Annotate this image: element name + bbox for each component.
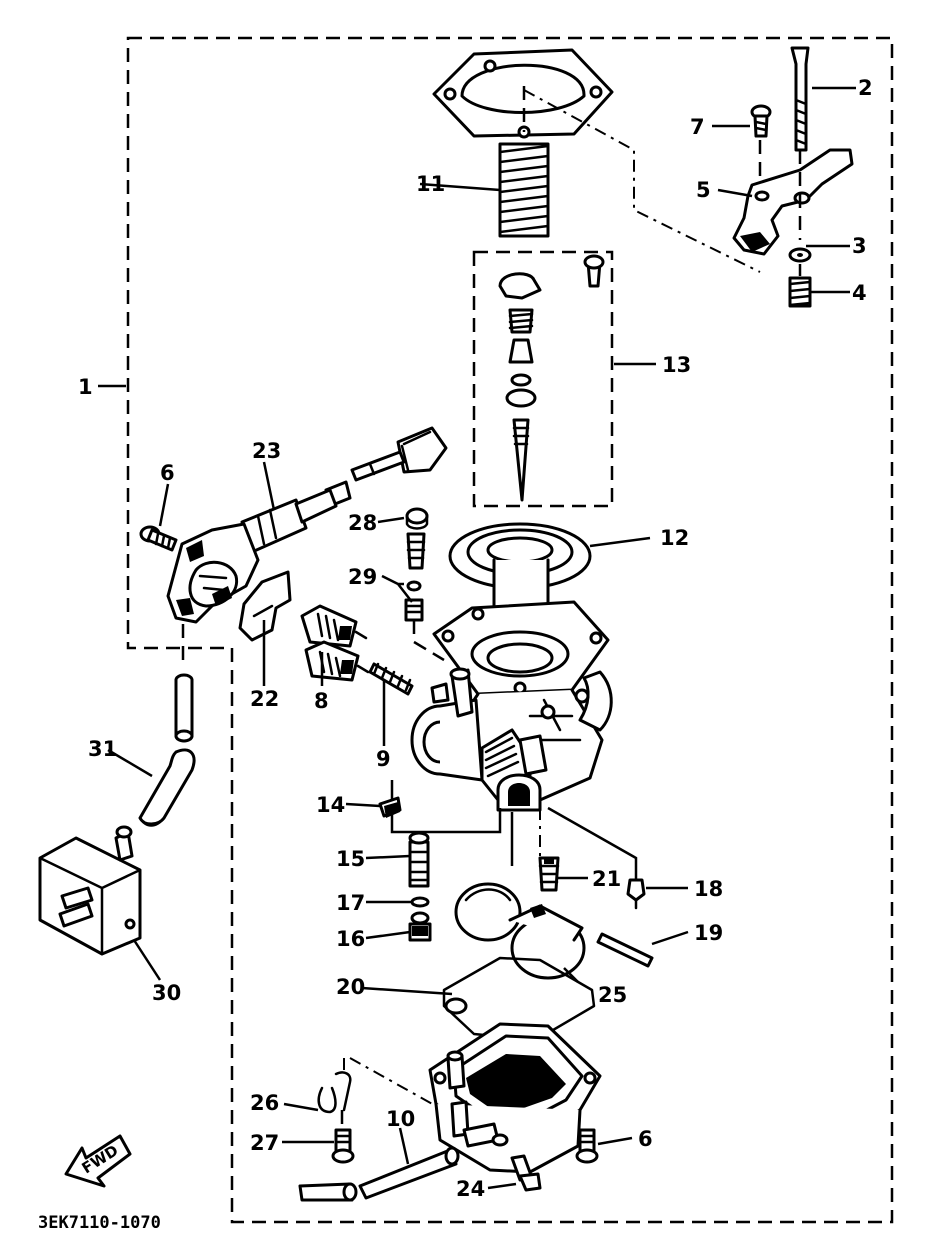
leader-lines (98, 86, 856, 1190)
callout-24: 24 (456, 1177, 485, 1201)
callout-9: 9 (376, 747, 391, 771)
callout-13: 13 (662, 353, 691, 377)
callout-6-starter: 6 (160, 461, 175, 485)
callout-4: 4 (852, 281, 867, 305)
bowl-screw-right (575, 1128, 599, 1164)
jet-holder-cap (378, 796, 402, 818)
o-ring-washer (410, 896, 430, 908)
callout-11: 11 (416, 172, 445, 196)
piston-spring (498, 142, 550, 238)
main-jet (408, 911, 432, 942)
bracket-plate (732, 148, 854, 256)
jet-assembly-line (390, 780, 502, 834)
plug (405, 507, 429, 530)
vacuum-nipple (430, 667, 474, 718)
washer (788, 247, 812, 263)
callout-22: 22 (250, 687, 279, 711)
diagram-code: 3EK7110-1070 (38, 1213, 161, 1233)
callout-6-bowl: 6 (638, 1127, 653, 1151)
pilot-screw-assembly (300, 604, 370, 682)
jet-axis (412, 620, 445, 662)
pilot-jet (538, 856, 560, 892)
float-bowl (428, 1022, 602, 1174)
callout-25: 25 (598, 983, 627, 1007)
callout-17: 17 (336, 891, 365, 915)
bent-hose (138, 748, 196, 827)
float-left (454, 882, 522, 942)
starter-solenoid (166, 488, 338, 624)
bowl-screw-left (331, 1128, 355, 1164)
pilot-air-jet (404, 532, 426, 622)
float-valve (626, 878, 646, 910)
starter-plunger-housing (480, 728, 548, 812)
starter-gasket (238, 570, 292, 642)
callout-10: 10 (386, 1107, 415, 1131)
callout-27: 27 (250, 1131, 279, 1155)
callout-8: 8 (314, 689, 329, 713)
callout-2: 2 (858, 76, 873, 100)
starter-connector (324, 426, 448, 508)
assembly-boundary (126, 36, 894, 1224)
air-filter (38, 825, 142, 956)
callout-7: 7 (690, 115, 705, 139)
callout-19: 19 (694, 921, 723, 945)
hose-clip (317, 1071, 352, 1128)
callout-23: 23 (252, 439, 281, 463)
callout-16: 16 (336, 927, 365, 951)
callout-26: 26 (250, 1091, 279, 1115)
callout-15: 15 (336, 847, 365, 871)
needle-jet (408, 831, 430, 888)
float-right (508, 904, 586, 980)
fwd-arrow-icon: FWD (64, 1134, 132, 1188)
needle-set-boundary (472, 250, 614, 508)
throttle-stop-screw (790, 46, 810, 152)
drain-hose (298, 1146, 460, 1202)
callout-14: 14 (316, 793, 345, 817)
callout-28: 28 (348, 511, 377, 535)
callout-5: 5 (696, 178, 711, 202)
callout-30: 30 (152, 981, 181, 1005)
callout-1: 1 (78, 375, 93, 399)
bracket-screw (750, 104, 772, 138)
callout-20: 20 (336, 975, 365, 999)
pilot-screw-spring (368, 662, 414, 696)
intake-flange (410, 698, 484, 782)
callout-29: 29 (348, 565, 377, 589)
callout-21: 21 (592, 867, 621, 891)
callouts: 1 2 3 4 5 6 6 7 8 9 10 11 12 13 14 15 16… (78, 76, 873, 1201)
cover-to-bracket-line (523, 89, 761, 273)
starter-screw (139, 525, 178, 552)
clip-to-bowl-line (343, 1057, 437, 1107)
float-pin-line (547, 806, 638, 880)
callout-3: 3 (852, 234, 867, 258)
needle-set (498, 254, 605, 502)
float-pin (596, 932, 654, 968)
drain-screw (510, 1154, 542, 1192)
callout-31: 31 (88, 737, 117, 761)
hose-short (174, 673, 194, 743)
stop-spring (788, 276, 812, 308)
float-bowl-gasket (442, 956, 596, 1042)
top-cover (432, 48, 614, 139)
callout-12: 12 (660, 526, 689, 550)
callout-18: 18 (694, 877, 723, 901)
